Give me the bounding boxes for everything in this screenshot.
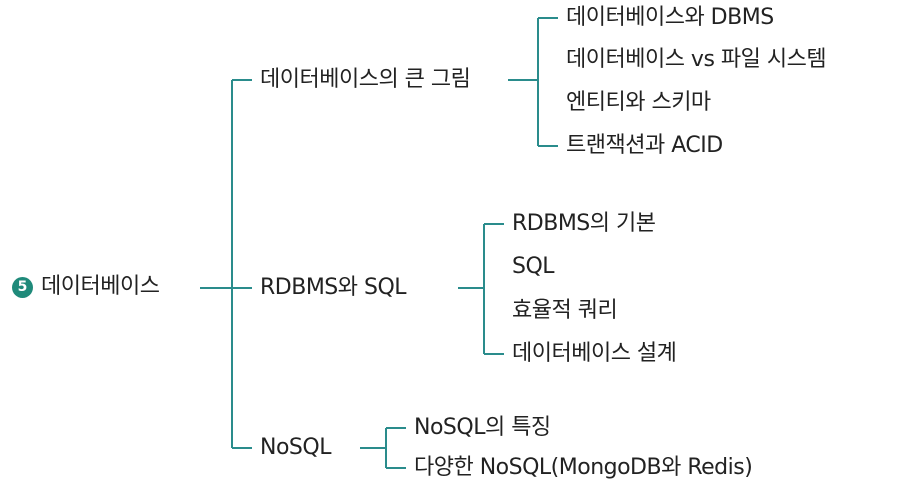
- branch-label-rdbms-sql: RDBMS와 SQL: [260, 275, 407, 300]
- leaf-sql: SQL: [512, 254, 555, 279]
- leaf-entity-schema: 엔티티와 스키마: [566, 90, 711, 115]
- root-label: 데이터베이스: [41, 274, 160, 299]
- leaf-transaction-acid: 트랜잭션과 ACID: [566, 133, 723, 158]
- leaf-rdbms-basics: RDBMS의 기본: [512, 211, 656, 236]
- leaf-nosql-features: NoSQL의 특징: [414, 415, 551, 440]
- branch-label-nosql: NoSQL: [260, 435, 331, 460]
- leaf-efficient-query: 효율적 쿼리: [512, 298, 618, 323]
- leaf-db-design: 데이터베이스 설계: [512, 341, 677, 366]
- branch-label-big-picture: 데이터베이스의 큰 그림: [260, 67, 471, 92]
- leaf-various-nosql: 다양한 NoSQL(MongoDB와 Redis): [414, 455, 753, 480]
- root-node: 5 데이터베이스: [12, 274, 160, 300]
- leaf-db-vs-filesystem: 데이터베이스 vs 파일 시스템: [566, 47, 827, 72]
- chapter-number-badge: 5: [12, 276, 33, 298]
- leaf-db-and-dbms: 데이터베이스와 DBMS: [566, 5, 774, 30]
